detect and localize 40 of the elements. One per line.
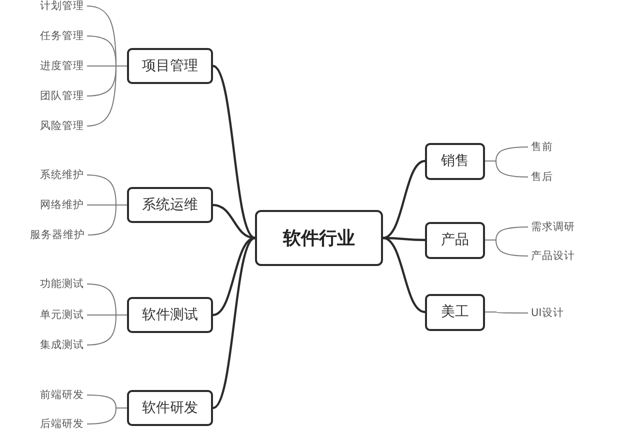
subtopic-text: 网络维护 (33, 198, 87, 212)
connector-line (484, 312, 528, 314)
subtopic-text: 任务管理 (33, 29, 87, 43)
topic-box: 销售 (425, 142, 485, 180)
connector-line (86, 314, 128, 346)
connector-line (212, 65, 256, 239)
connector-line (86, 66, 128, 126)
connector-line (88, 204, 128, 236)
subtopic-text: 售后 (528, 170, 572, 184)
connector-line (212, 237, 256, 409)
topic-box: 软件研发 (127, 390, 213, 426)
connector-line (484, 240, 528, 256)
topic-box: 系统运维 (127, 187, 213, 223)
subtopic-text: UI设计 (528, 306, 584, 320)
connector-line (212, 204, 256, 240)
subtopic-text: 集成测试 (33, 338, 87, 352)
subtopic-text: 风险管理 (33, 119, 87, 133)
subtopic-text: 售前 (528, 140, 572, 154)
subtopic-text: 服务器维护 (24, 228, 88, 242)
subtopic-text: 单元测试 (33, 308, 87, 322)
subtopic-text: 系统维护 (33, 168, 87, 182)
topic-box: 软件测试 (127, 297, 213, 333)
central-topic-box: 软件行业 (255, 210, 383, 266)
topic-box: 美工 (425, 294, 485, 330)
topic-box: 项目管理 (127, 48, 213, 84)
connector-line (212, 236, 256, 316)
subtopic-text: 后端研发 (33, 417, 87, 431)
subtopic-text: 计划管理 (33, 0, 87, 13)
subtopic-text: 功能测试 (33, 277, 87, 291)
connector-line (484, 160, 528, 178)
topic-box: 产品 (425, 222, 485, 258)
subtopic-text: 进度管理 (33, 59, 87, 73)
subtopic-text: 产品设计 (528, 249, 588, 263)
subtopic-text: 前端研发 (33, 388, 87, 402)
connector-line (383, 236, 425, 242)
subtopic-text: 团队管理 (33, 89, 87, 103)
connector-line (382, 236, 426, 314)
subtopic-text: 需求调研 (528, 220, 588, 234)
connector-line (382, 160, 426, 240)
connector-line (86, 408, 128, 424)
